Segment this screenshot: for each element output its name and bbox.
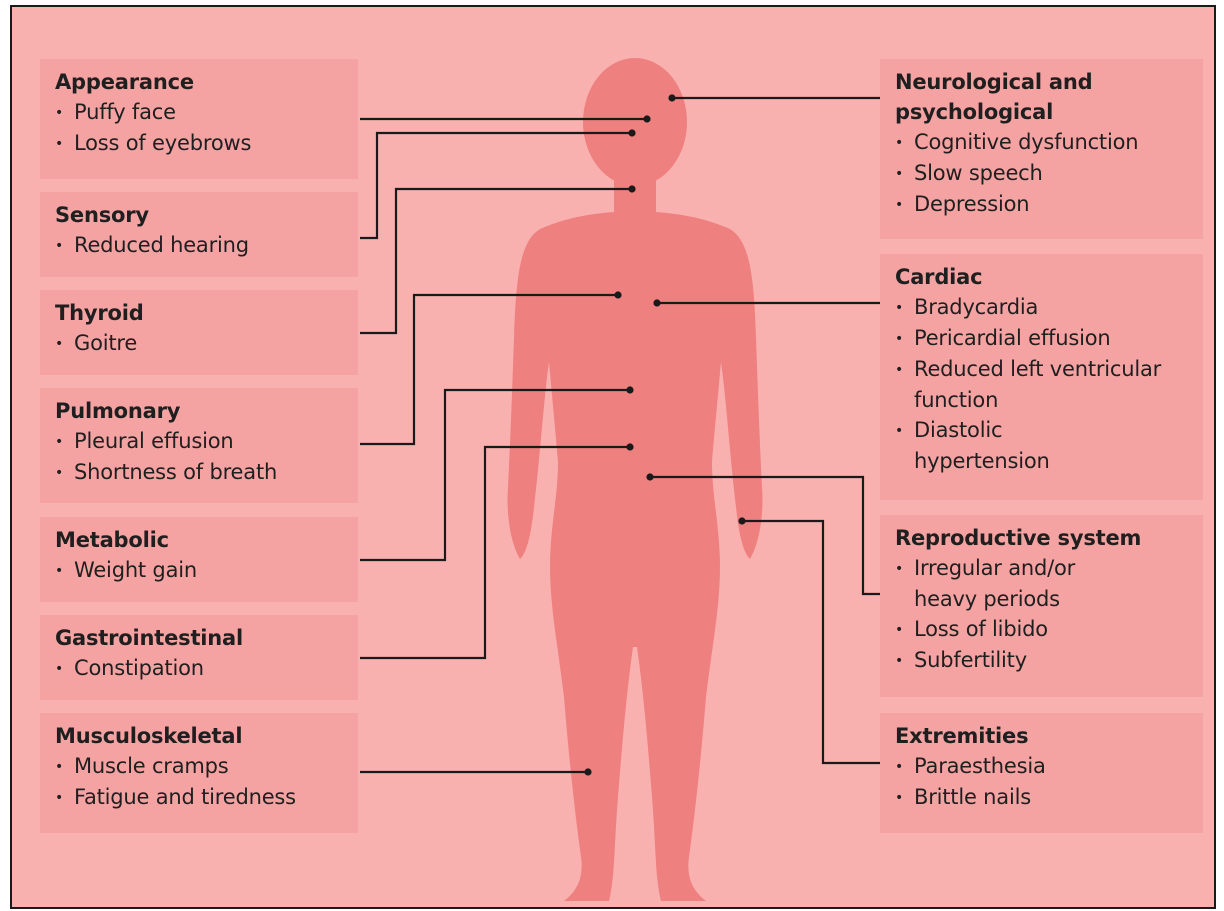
list-item: Pleural effusion [55,426,358,457]
box-title: Gastrointestinal [55,623,358,653]
list-item: Slow speech [895,158,1203,189]
list-item: Cognitive dysfunction [895,127,1203,158]
list-item: Reduced left ventricular function [895,354,1164,415]
list-item: Fatigue and tiredness [55,782,358,813]
list-item: Paraesthesia [895,751,1203,782]
list-item: Irregular and/or heavy periods [895,553,1144,614]
list-item: Reduced hearing [55,230,358,261]
box-title: Sensory [55,200,358,230]
box-musculoskeletal: Musculoskeletal Muscle cramps Fatigue an… [40,713,358,833]
box-title: Metabolic [55,525,358,555]
box-gastrointestinal: Gastrointestinal Constipation [40,615,358,700]
box-neurological-psychological: Neurological and psychological Cognitive… [880,59,1203,239]
list-item: Brittle nails [895,782,1203,813]
box-extremities: Extremities Paraesthesia Brittle nails [880,713,1203,833]
box-metabolic: Metabolic Weight gain [40,517,358,602]
box-thyroid: Thyroid Goitre [40,290,358,375]
list-item: Depression [895,189,1203,220]
list-item: Goitre [55,328,358,359]
box-sensory: Sensory Reduced hearing [40,192,358,277]
list-item: Shortness of breath [55,457,358,488]
line-extremities [742,521,880,763]
box-title: Appearance [55,67,358,97]
list-item: Puffy face [55,97,358,128]
box-title: Thyroid [55,298,358,328]
list-item: Constipation [55,653,358,684]
diagram-frame: Appearance Puffy face Loss of eyebrows S… [10,5,1216,909]
box-title: Musculoskeletal [55,721,358,751]
box-title: Extremities [895,721,1203,751]
box-title: Cardiac [895,262,1203,292]
list-item: Subfertility [895,645,1203,676]
box-title: Reproductive system [895,523,1203,553]
list-item: Pericardial effusion [895,323,1203,354]
box-pulmonary: Pulmonary Pleural effusion Shortness of … [40,388,358,503]
list-item: Weight gain [55,555,358,586]
list-item: Diastolic hypertension [895,415,1114,476]
box-appearance: Appearance Puffy face Loss of eyebrows [40,59,358,179]
list-item: Muscle cramps [55,751,358,782]
box-title: Neurological and psychological [895,67,1135,127]
box-title: Pulmonary [55,396,358,426]
box-cardiac: Cardiac Bradycardia Pericardial effusion… [880,254,1203,500]
box-reproductive-system: Reproductive system Irregular and/or hea… [880,515,1203,697]
list-item: Loss of eyebrows [55,128,358,159]
list-item: Loss of libido [895,614,1203,645]
list-item: Bradycardia [895,292,1203,323]
body-silhouette [508,58,763,901]
